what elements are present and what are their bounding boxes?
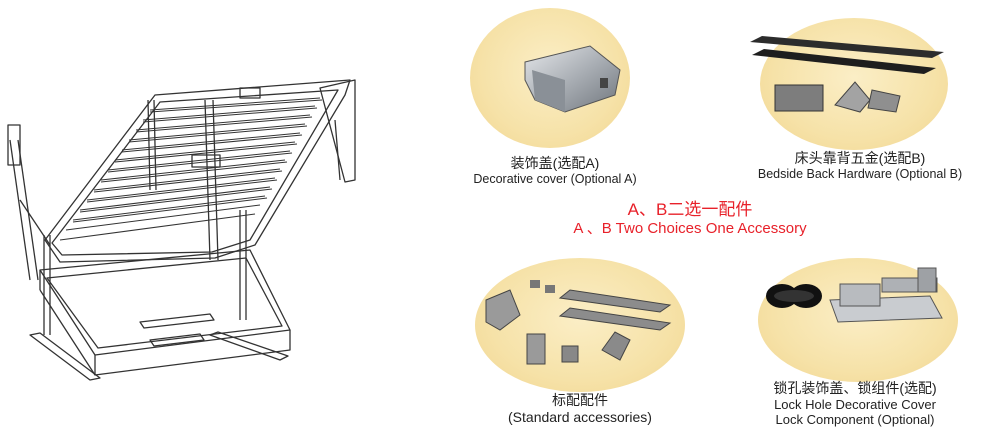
lock-component-en: Lock Hole Decorative Cover: [774, 396, 936, 412]
standard-accessories-oval: [475, 258, 685, 392]
decorative-cover-caption: 装饰盖(选配A) Decorative cover (Optional A): [455, 155, 655, 187]
choice-note-zh: A、B二选一配件: [627, 200, 753, 219]
lock-component-en2: Lock Component (Optional): [775, 412, 935, 428]
lock-component-caption: 锁孔装饰盖、锁组件(选配) Lock Hole Decorative Cover…: [735, 380, 975, 428]
decorative-cover-zh: 装饰盖(选配A): [510, 155, 600, 171]
bedside-hardware-caption: 床头靠背五金(选配B) Bedside Back Hardware (Optio…: [735, 150, 985, 182]
standard-accessories-zh: 标配配件: [552, 392, 608, 408]
decorative-cover-en: Decorative cover (Optional A): [473, 171, 637, 186]
bedside-hardware-en: Bedside Back Hardware (Optional B): [757, 166, 963, 181]
choice-note-en: A 、B Two Choices One Accessory: [573, 219, 807, 237]
lock-component-zh: 锁孔装饰盖、锁组件(选配): [773, 380, 937, 396]
choice-note: A、B二选一配件 A 、B Two Choices One Accessory: [540, 200, 840, 237]
lock-component-oval: [758, 258, 958, 382]
bedside-hardware-oval: [760, 18, 948, 150]
standard-accessories-caption: 标配配件 (Standard accessories): [480, 392, 680, 426]
bedside-hardware-zh: 床头靠背五金(选配B): [794, 150, 926, 166]
standard-accessories-en: (Standard accessories): [508, 408, 652, 425]
decorative-cover-oval: [470, 8, 630, 148]
